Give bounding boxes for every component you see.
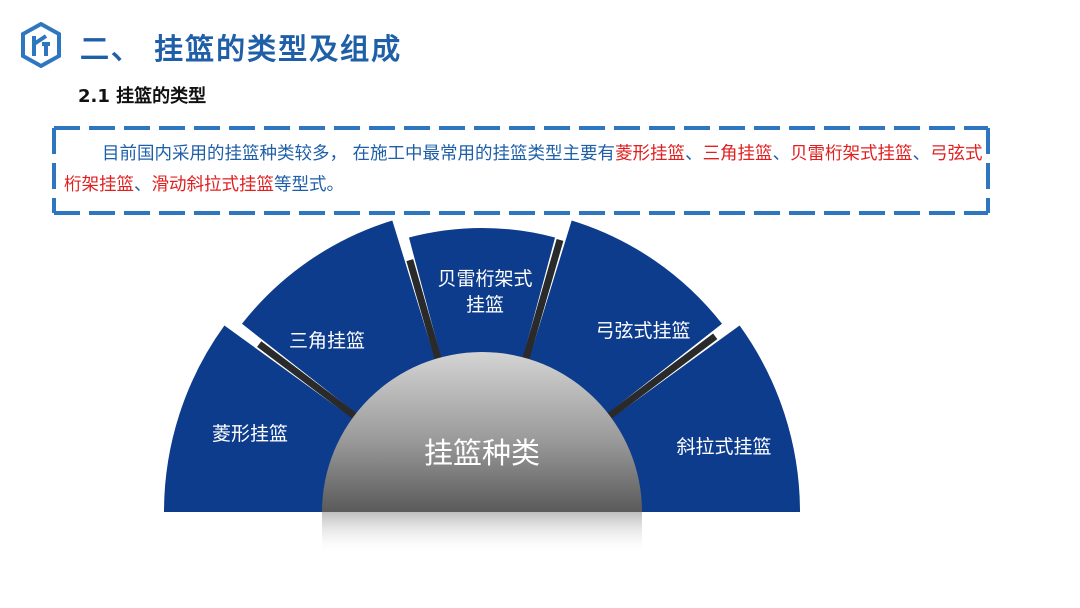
segment-wedge <box>603 325 800 512</box>
segment-divider <box>518 238 564 374</box>
dashed-frame <box>52 126 990 215</box>
segment-divider <box>257 341 369 428</box>
center-hub-reflection <box>322 512 642 556</box>
intro-callout: 目前国内采用的挂篮种类较多， 在施工中最常用的挂篮类型主要有菱形挂篮、三角挂篮、… <box>52 125 990 216</box>
center-hub <box>322 352 642 512</box>
highlight-term: 贝雷桁架式挂篮 <box>790 144 913 164</box>
segment-label: 贝雷桁架式挂篮 <box>437 268 532 316</box>
intro-text-run: 目前国内采用的挂篮种类较多， 在施工中最常用的挂篮类型主要有 <box>102 144 616 164</box>
center-label: 挂篮种类 <box>424 436 540 470</box>
segment-label-line: 贝雷桁架式 <box>437 268 532 290</box>
segment-divider <box>595 333 718 428</box>
company-logo-icon <box>21 22 61 68</box>
section-subtitle: 2.1 挂篮的类型 <box>78 86 207 107</box>
highlight-term: 三角挂篮 <box>702 144 773 164</box>
segment-label-line: 弓弦式挂篮 <box>595 320 690 342</box>
highlight-term: 弓弦式桁架挂篮 <box>64 144 983 195</box>
page-title: 二、 挂篮的类型及组成 <box>80 32 403 66</box>
intro-paragraph: 目前国内采用的挂篮种类较多， 在施工中最常用的挂篮类型主要有菱形挂篮、三角挂篮、… <box>64 139 984 201</box>
segment-wedge <box>241 220 438 420</box>
segment-divider <box>406 259 446 374</box>
segment-label-line: 斜拉式挂篮 <box>676 436 771 458</box>
segment-wedge <box>408 228 556 368</box>
intro-text-run: 、 <box>685 144 703 164</box>
segment-label: 菱形挂篮 <box>212 423 288 445</box>
segment-wedge <box>526 220 723 420</box>
segment-label-line: 三角挂篮 <box>289 330 365 352</box>
segment-label-line: 菱形挂篮 <box>212 423 288 445</box>
intro-text-run: 、 <box>772 144 791 164</box>
highlight-term: 滑动斜拉式挂篮 <box>151 175 275 195</box>
segment-label: 斜拉式挂篮 <box>676 436 771 458</box>
intro-text-run: 、 <box>134 175 152 195</box>
segment-wedge <box>164 325 361 512</box>
intro-text-run: 、 <box>912 144 931 164</box>
intro-text-run: 等型式。 <box>274 175 344 195</box>
segment-label: 弓弦式挂篮 <box>595 320 690 342</box>
segment-label: 三角挂篮 <box>289 330 365 352</box>
segment-label-line: 挂篮 <box>466 294 504 316</box>
segments-group <box>164 220 800 512</box>
highlight-term: 菱形挂篮 <box>615 144 686 164</box>
